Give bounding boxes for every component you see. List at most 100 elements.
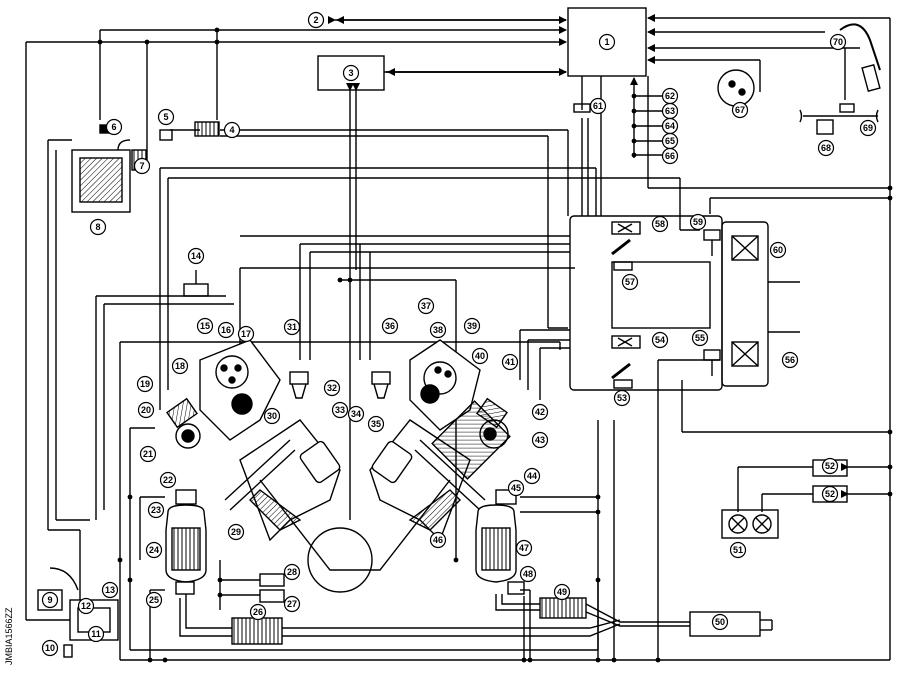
callout-label: 5 bbox=[163, 112, 168, 122]
diagram-code-text: JMBIA1566ZZ bbox=[4, 607, 14, 665]
callout-label: 43 bbox=[535, 435, 545, 445]
muffler-26 bbox=[231, 617, 283, 645]
callout-label: 45 bbox=[511, 483, 521, 493]
diagram-code: JMBIA1566ZZ bbox=[2, 555, 16, 665]
callout-15: 15 bbox=[196, 317, 214, 335]
callout-62: 62 bbox=[661, 87, 679, 105]
callout-label: 6 bbox=[111, 122, 116, 132]
callout-label: 29 bbox=[231, 527, 241, 537]
callout-18: 18 bbox=[171, 357, 189, 375]
callout-47: 47 bbox=[515, 539, 533, 557]
callout-label: 19 bbox=[140, 379, 150, 389]
callout-29: 29 bbox=[227, 523, 245, 541]
callout-label: 64 bbox=[665, 121, 675, 131]
callout-35: 35 bbox=[367, 415, 385, 433]
callout-38: 38 bbox=[429, 321, 447, 339]
callout-label: 34 bbox=[351, 409, 361, 419]
callout-25: 25 bbox=[145, 591, 163, 609]
callout-label: 3 bbox=[348, 68, 353, 78]
callout-55: 55 bbox=[691, 329, 709, 347]
callout-2: 2 bbox=[307, 11, 325, 29]
callout-63: 63 bbox=[661, 102, 679, 120]
callout-label: 59 bbox=[693, 217, 703, 227]
callout-30: 30 bbox=[263, 407, 281, 425]
callout-label: 27 bbox=[287, 599, 297, 609]
callout-50: 50 bbox=[711, 613, 729, 631]
callout-52-second: 52 bbox=[821, 485, 839, 503]
callout-32: 32 bbox=[323, 379, 341, 397]
callout-57: 57 bbox=[621, 273, 639, 291]
callout-label: 61 bbox=[593, 101, 603, 111]
catalyst-49 bbox=[539, 597, 587, 619]
air-filter-housing bbox=[721, 221, 769, 387]
maf-sensor-55 bbox=[703, 349, 721, 361]
callout-53: 53 bbox=[613, 389, 631, 407]
callout-label: 1 bbox=[604, 37, 609, 47]
injector-36 bbox=[371, 371, 391, 385]
sensor-14 bbox=[183, 283, 209, 297]
callout-33: 33 bbox=[331, 401, 349, 419]
callout-48: 48 bbox=[519, 565, 537, 583]
switch-68 bbox=[816, 119, 834, 135]
callout-34: 34 bbox=[347, 405, 365, 423]
o2-sensor-48 bbox=[507, 581, 525, 595]
callout-20: 20 bbox=[137, 401, 155, 419]
callout-58: 58 bbox=[651, 215, 669, 233]
callout-42: 42 bbox=[531, 403, 549, 421]
callout-label: 22 bbox=[163, 475, 173, 485]
callout-69: 69 bbox=[859, 119, 877, 137]
left-cylinder-head bbox=[166, 339, 281, 449]
callout-label: 4 bbox=[229, 125, 234, 135]
callout-28: 28 bbox=[283, 563, 301, 581]
callout-label: 38 bbox=[433, 325, 443, 335]
callout-label: 51 bbox=[733, 545, 743, 555]
callout-label: 49 bbox=[557, 587, 567, 597]
box-9 bbox=[37, 589, 63, 611]
callout-61: 61 bbox=[589, 97, 607, 115]
callout-label: 11 bbox=[91, 629, 101, 639]
callout-44: 44 bbox=[523, 467, 541, 485]
callout-39: 39 bbox=[463, 317, 481, 335]
callout-label: 31 bbox=[287, 322, 297, 332]
right-cylinder-head bbox=[409, 339, 511, 480]
callout-37: 37 bbox=[417, 297, 435, 315]
callout-label: 35 bbox=[371, 419, 381, 429]
sensor-10 bbox=[63, 644, 73, 658]
sensor-53 bbox=[613, 379, 633, 389]
callout-51: 51 bbox=[729, 541, 747, 559]
callout-label: 17 bbox=[241, 329, 251, 339]
callout-label: 60 bbox=[773, 245, 783, 255]
callout-label: 13 bbox=[105, 585, 115, 595]
sensor-27 bbox=[259, 589, 285, 603]
callout-14: 14 bbox=[187, 247, 205, 265]
callout-label: 66 bbox=[665, 151, 675, 161]
callout-label: 37 bbox=[421, 301, 431, 311]
intake-chamber bbox=[569, 215, 723, 391]
maf-sensor-59 bbox=[703, 229, 721, 241]
sensor-67 bbox=[717, 69, 755, 107]
callout-label: 23 bbox=[151, 505, 161, 515]
callout-label: 67 bbox=[735, 105, 745, 115]
callout-label: 52 bbox=[825, 461, 835, 471]
af-sensor-45 bbox=[495, 489, 517, 505]
callout-label: 15 bbox=[200, 321, 210, 331]
callout-1: 1 bbox=[598, 33, 616, 51]
throttle-actuator-54 bbox=[611, 335, 641, 349]
callout-label: 48 bbox=[523, 569, 533, 579]
callout-label: 62 bbox=[665, 91, 675, 101]
callout-label: 58 bbox=[655, 219, 665, 229]
callout-31: 31 bbox=[283, 318, 301, 336]
callout-label: 47 bbox=[519, 543, 529, 553]
callout-label: 14 bbox=[191, 251, 201, 261]
switch-69 bbox=[839, 103, 855, 113]
callout-label: 2 bbox=[313, 15, 318, 25]
callout-label: 20 bbox=[141, 405, 151, 415]
callout-label: 24 bbox=[149, 545, 159, 555]
callout-label: 25 bbox=[149, 595, 159, 605]
callout-52: 52 bbox=[821, 457, 839, 475]
callout-label: 40 bbox=[475, 351, 485, 361]
callout-label: 8 bbox=[95, 222, 100, 232]
sensor-61 bbox=[573, 103, 591, 113]
callout-label: 32 bbox=[327, 383, 337, 393]
callout-label: 50 bbox=[715, 617, 725, 627]
